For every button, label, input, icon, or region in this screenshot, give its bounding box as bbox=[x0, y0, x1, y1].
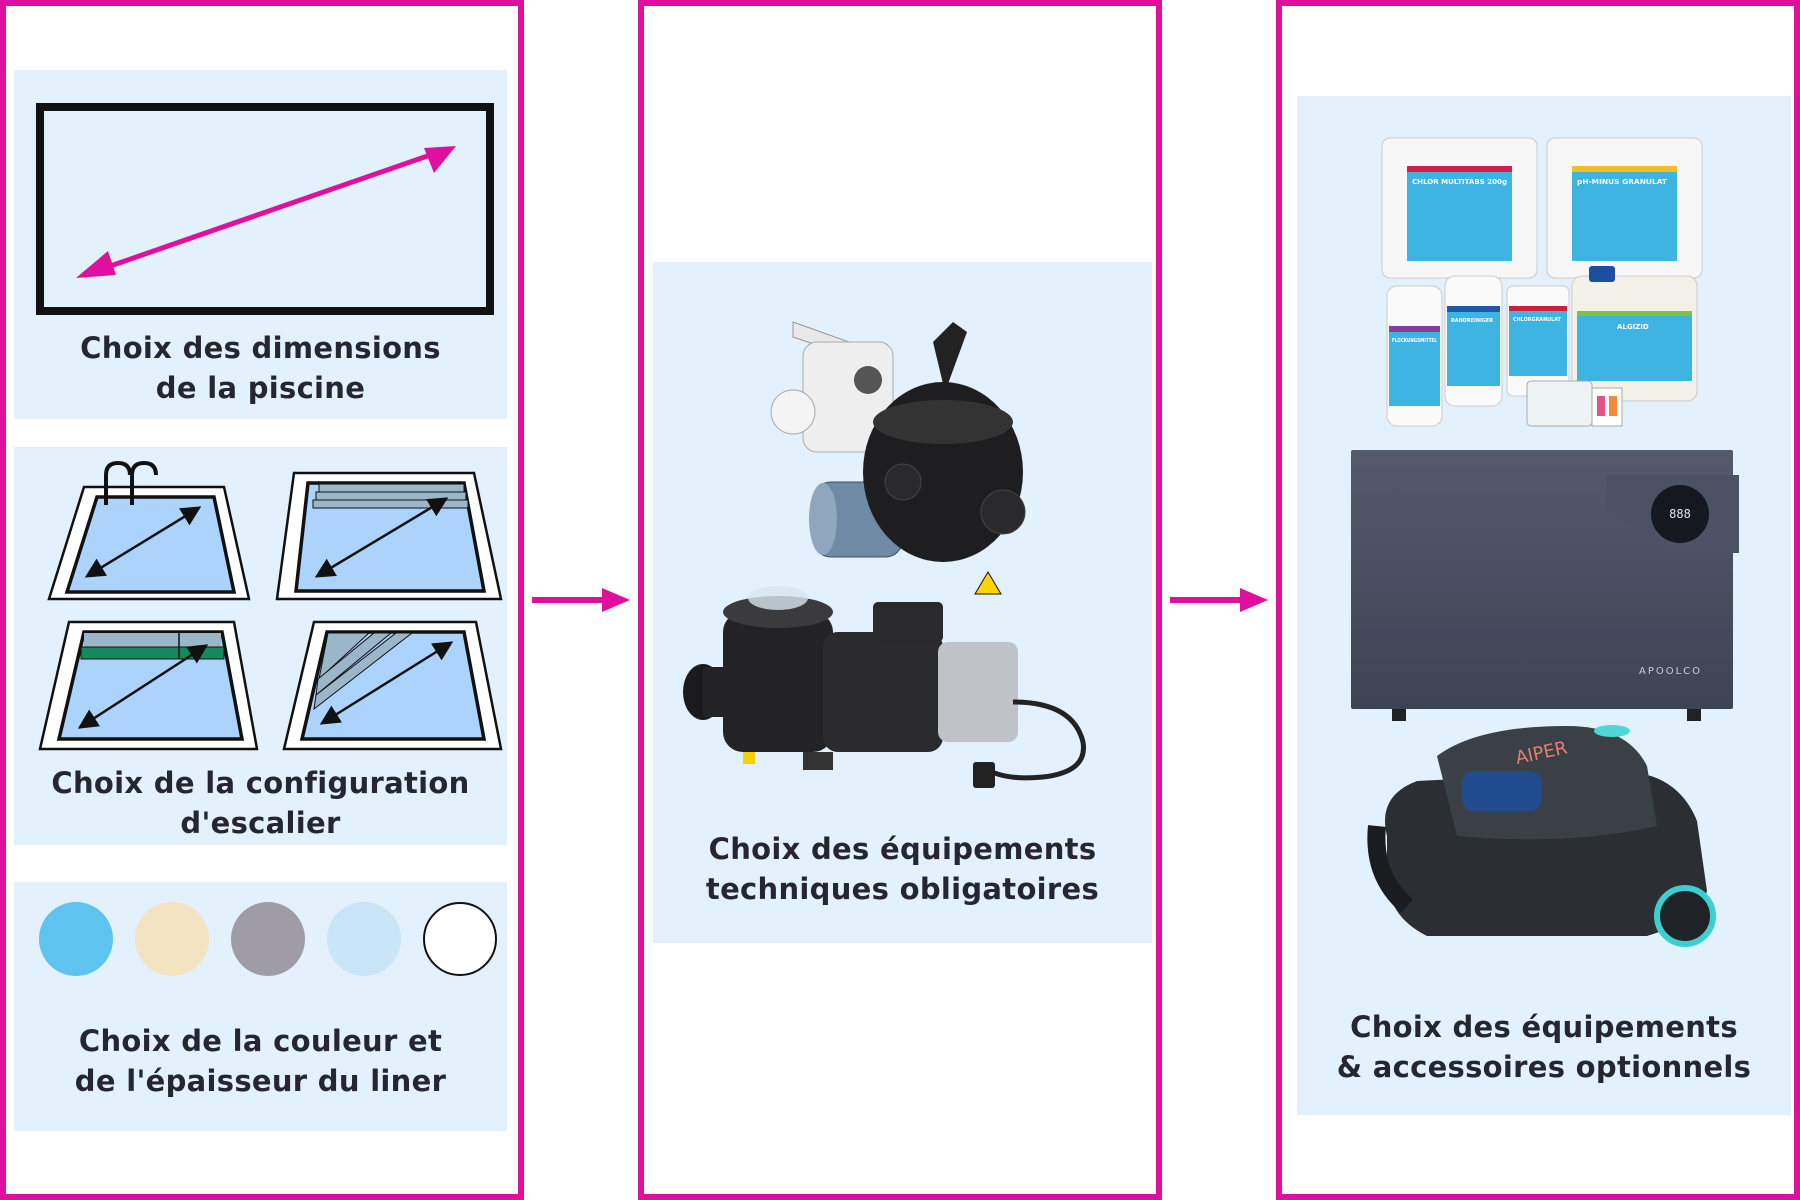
dimensions-caption-line1: Choix des dimensions bbox=[80, 331, 441, 365]
pool-ladder-icon bbox=[47, 460, 251, 601]
pump-and-filter-valve-image bbox=[683, 321, 1086, 788]
chem-label-randreiniger: RANDREINIGER bbox=[1451, 318, 1493, 324]
dimensions-caption-line2: de la piscine bbox=[155, 371, 366, 405]
pool-corner-steps-icon bbox=[38, 620, 259, 751]
stair-caption-line2: d'escalier bbox=[180, 806, 341, 840]
stair-configuration-illustrations bbox=[38, 460, 503, 751]
arrow-right-icon bbox=[532, 588, 630, 612]
dimensions-card: Choix des dimensions de la piscine bbox=[14, 70, 507, 419]
step-panel-1: Choix des dimensions de la piscine bbox=[0, 0, 524, 1200]
arrow-right-icon bbox=[1170, 588, 1268, 612]
pool-dimensions-illustration bbox=[36, 103, 494, 315]
liner-color-card: Choix de la couleur et de l'épaisseur du… bbox=[14, 882, 507, 1131]
pool-diagonal-steps-icon bbox=[282, 620, 503, 751]
pool-robot-cleaner-image: AIPER bbox=[1367, 725, 1716, 947]
liner-color-swatch-blue[interactable] bbox=[39, 902, 113, 976]
liner-color-swatch-light-blue[interactable] bbox=[327, 902, 401, 976]
chem-label-algizid: ALGIZID bbox=[1617, 323, 1649, 331]
liner-color-swatch-sand[interactable] bbox=[135, 902, 209, 976]
optional-caption-line2: & accessoires optionnels bbox=[1336, 1050, 1752, 1084]
optional-caption-line1: Choix des équipements bbox=[1350, 1010, 1738, 1044]
heat-pump-control-display[interactable]: 888 bbox=[1651, 485, 1709, 543]
liner-color-swatch-grey[interactable] bbox=[231, 902, 305, 976]
mandatory-equipment-card: Choix des équipements techniques obligat… bbox=[653, 262, 1152, 943]
stair-configuration-card: Choix de la configuration d'escalier bbox=[14, 447, 507, 845]
heat-pump-brand: APOOLCO bbox=[1639, 666, 1703, 677]
stair-caption-line1: Choix de la configuration bbox=[51, 766, 470, 800]
chem-label-chlorgranulat: CHLORGRANULAT bbox=[1513, 317, 1562, 323]
mandatory-caption-line1: Choix des équipements bbox=[708, 832, 1097, 866]
optional-equipment-card: CHLOR MULTITABS 200g pH-MINUS GRANULAT F… bbox=[1297, 96, 1791, 1115]
mandatory-caption-line2: techniques obligatoires bbox=[705, 872, 1100, 906]
pool-full-steps-icon bbox=[275, 471, 503, 601]
liner-color-swatch-white[interactable] bbox=[423, 902, 497, 976]
pool-chemicals-image: CHLOR MULTITABS 200g pH-MINUS GRANULAT F… bbox=[1381, 137, 1703, 427]
chem-label-chlor-multitabs: CHLOR MULTITABS 200g bbox=[1412, 178, 1507, 186]
liner-caption-line2: de l'épaisseur du liner bbox=[74, 1064, 447, 1098]
step-panel-2: Choix des équipements techniques obligat… bbox=[638, 0, 1162, 1200]
step-panel-3: CHLOR MULTITABS 200g pH-MINUS GRANULAT F… bbox=[1276, 0, 1800, 1200]
chem-label-flockungsmittel: FLOCKUNGSMITTEL bbox=[1392, 338, 1438, 344]
liner-caption-line1: Choix de la couleur et bbox=[78, 1024, 443, 1058]
heat-pump-image: 888 APOOLCO bbox=[1351, 450, 1739, 709]
chem-label-ph-minus: pH-MINUS GRANULAT bbox=[1577, 178, 1667, 186]
